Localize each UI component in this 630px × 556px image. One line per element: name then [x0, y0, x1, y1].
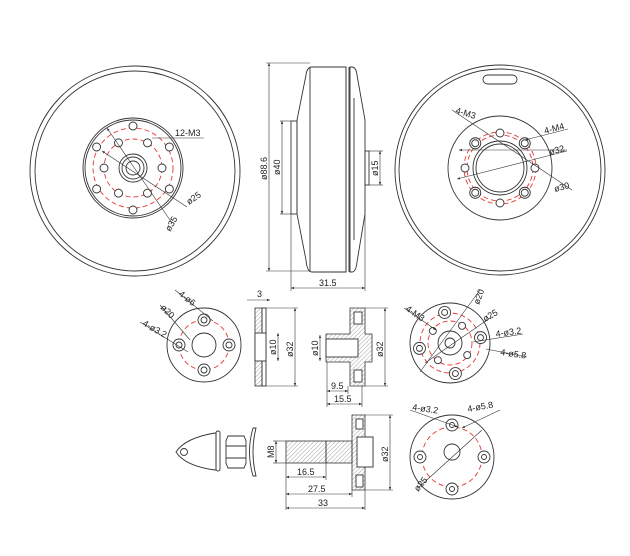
label-bf-4-d5-8: 4-ø5.8 — [467, 400, 494, 414]
hole — [164, 142, 174, 152]
label-rear-4-m4: 4-M4 — [543, 121, 565, 136]
hole — [225, 341, 233, 349]
label-27-5: 27.5 — [308, 484, 326, 494]
hole — [164, 184, 174, 194]
hole — [495, 198, 505, 208]
label-4-d6: 4-ø6 — [177, 289, 198, 308]
hole — [128, 121, 138, 131]
hole — [471, 188, 480, 197]
hole — [92, 142, 102, 152]
label-rear-4-m3: 4-M3 — [454, 105, 477, 121]
label-d35: ø35 — [163, 215, 179, 233]
hole — [200, 366, 208, 374]
hole — [175, 341, 183, 349]
hole — [451, 370, 459, 377]
hole — [434, 356, 442, 365]
label-bf-4-d3-2: 4-ø3.2 — [412, 402, 439, 416]
label-3: 3 — [257, 289, 262, 299]
label-plate-4-d3-2: 4-ø3.2 — [141, 318, 169, 340]
hole — [143, 138, 152, 148]
label-m8: M8 — [266, 445, 276, 458]
motor-side-view: ø88.6 ø40 ø15 31.5 — [259, 62, 383, 291]
hole — [495, 128, 505, 138]
motor-rear-view: 4-M3 4-M4 ø32 ø30 — [394, 64, 606, 276]
label-d88-6: ø88.6 — [259, 157, 269, 180]
hole — [92, 184, 102, 194]
label-33: 33 — [318, 498, 328, 508]
hole — [416, 344, 423, 352]
label-15-5: 15.5 — [334, 394, 352, 404]
label-hub-4-d5-8: 4-ø5.8 — [500, 347, 527, 361]
shaft-flange-front-view: 4-ø3.2 4-ø5.8 ø25 — [409, 400, 501, 500]
label-rear-d30: ø30 — [553, 180, 571, 194]
label-plate-d32: ø32 — [285, 341, 295, 357]
hole — [463, 351, 472, 359]
hole — [200, 316, 208, 324]
spinner-nut-washer — [175, 427, 257, 477]
label-hub-d10: ø10 — [310, 340, 320, 356]
label-hub-4-m3: 4-M3 — [404, 303, 427, 323]
label-hub-4-d3-2: 4-ø3.2 — [495, 325, 522, 339]
prop-plate-side-view: 3 ø10 ø32 — [247, 289, 298, 387]
hole — [477, 334, 484, 342]
hole — [428, 327, 437, 335]
label-plate-d10: ø10 — [268, 339, 278, 355]
hole — [460, 163, 470, 173]
label-31-5: 31.5 — [319, 278, 337, 288]
label-hub-d20: ø20 — [471, 288, 486, 306]
label-shaft-d32: ø32 — [380, 446, 390, 462]
label-16-5: 16.5 — [297, 467, 315, 477]
label-rear-d32: ø32 — [548, 143, 566, 157]
hole — [143, 188, 152, 198]
hole — [417, 454, 423, 460]
hole — [449, 486, 455, 492]
label-hub-d25: ø25 — [481, 307, 499, 323]
hole — [481, 454, 487, 460]
label-d15: ø15 — [370, 160, 380, 176]
label-d25: ø25 — [184, 190, 202, 207]
shaft-section-view: M8 ø32 16.5 27.5 33 — [266, 414, 393, 510]
hub-section-view: ø10 ø32 9.5 15.5 — [310, 307, 388, 407]
hole — [128, 205, 138, 215]
label-12-m3: 12-M3 — [175, 128, 201, 138]
hole — [114, 188, 123, 198]
hole — [441, 309, 449, 316]
motor-front-view: 12-M3 ø25 ø35 — [29, 65, 241, 277]
hole — [99, 163, 109, 173]
hole — [471, 139, 480, 148]
hole — [157, 163, 167, 173]
label-plate-d20: ø20 — [159, 302, 177, 320]
hole — [520, 188, 529, 197]
hub-front-view: 4-M3 ø20 ø25 4-ø3.2 4-ø5.8 — [403, 288, 528, 384]
label-9-5: 9.5 — [331, 381, 344, 391]
label-d40: ø40 — [272, 159, 282, 175]
hole — [114, 138, 123, 148]
prop-plate-front-view: 4-ø6 ø20 4-ø3.2 — [139, 289, 242, 383]
hole — [520, 139, 529, 148]
hole — [458, 321, 466, 330]
label-hub-d32: ø32 — [375, 341, 385, 357]
